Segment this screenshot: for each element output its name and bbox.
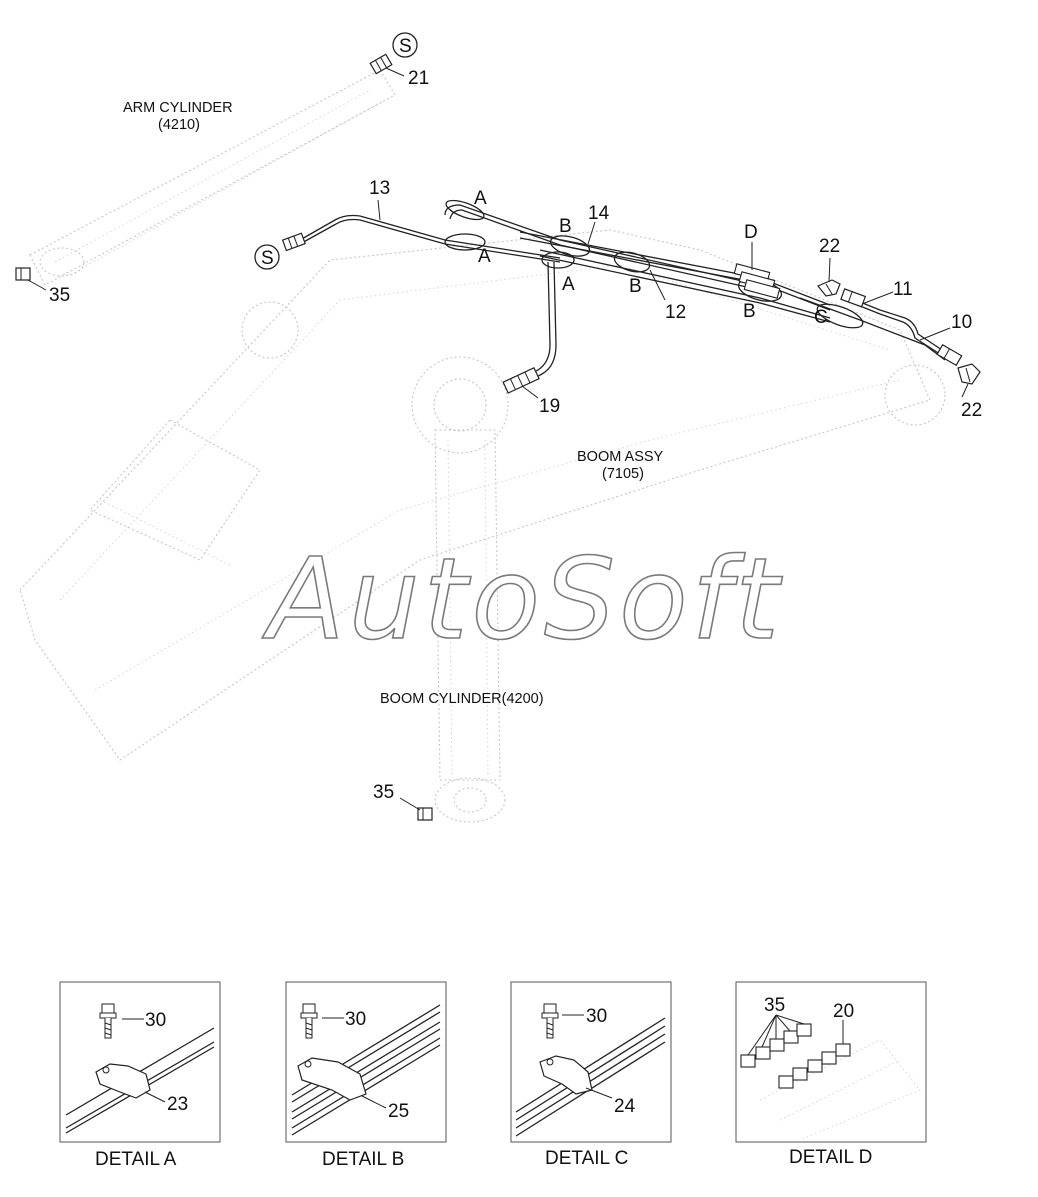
detail-c-title: DETAIL C	[545, 1148, 628, 1169]
s-marker-left	[254, 244, 280, 270]
detail-a: 30 23 DETAIL A	[59, 981, 221, 1170]
callout-c1: C	[814, 307, 828, 328]
leader-lines	[27, 67, 969, 811]
caption-boom-assy-code: (7105)	[602, 466, 644, 482]
s-marker-left-label: S	[261, 248, 274, 269]
caption-arm-cylinder-code: (4210)	[158, 117, 200, 133]
s-marker-top-label: S	[399, 36, 412, 57]
callout-22-top: 22	[819, 236, 840, 257]
callouts: 21 35 13 A A A B B B 14 12 D 22 11 C 10 …	[49, 68, 982, 803]
callout-19: 19	[539, 396, 560, 417]
background-equipment	[19, 69, 946, 823]
caption-arm-cylinder: ARM CYLINDER	[123, 100, 233, 116]
fitting-35-left	[15, 267, 31, 281]
detail-c-bolt-label: 30	[586, 1006, 607, 1027]
callout-22-bottom: 22	[961, 400, 982, 421]
callout-b3: B	[743, 301, 756, 322]
callout-b2: B	[629, 276, 642, 297]
detail-d-fittings-20	[778, 1043, 851, 1089]
detail-d: 35 20 DETAIL D	[735, 981, 927, 1168]
detail-b-clamp	[297, 1057, 367, 1101]
callout-11: 11	[893, 279, 913, 300]
callout-a1: A	[474, 188, 487, 209]
detail-b: 30 25 DETAIL B	[285, 981, 447, 1170]
callout-10: 10	[951, 312, 972, 333]
detail-b-bolt-label: 30	[345, 1009, 366, 1030]
callout-13: 13	[369, 178, 390, 199]
fitting-35-bottom	[417, 807, 433, 821]
fitting-s-left	[281, 232, 306, 252]
callout-12: 12	[665, 302, 686, 323]
detail-d-title: DETAIL D	[789, 1147, 872, 1168]
callout-21: 21	[408, 68, 429, 89]
detail-d-fittings-35	[740, 1023, 812, 1068]
detail-d-fitting-group-2-label: 20	[833, 1001, 854, 1022]
detail-a-bolt	[99, 1003, 117, 1039]
fitting-group-d	[733, 263, 781, 299]
fitting-11	[840, 288, 867, 308]
callout-a2: A	[478, 246, 491, 267]
detail-b-clamp-label: 25	[388, 1101, 409, 1122]
callout-35-left: 35	[49, 285, 70, 306]
fitting-19	[502, 367, 540, 394]
fitting-22-bottom	[957, 363, 981, 385]
detail-c-clamp-label: 24	[614, 1096, 636, 1117]
detail-d-fitting-group-label: 35	[764, 995, 785, 1016]
detail-c-frame	[510, 981, 672, 1143]
detail-a-clamp-label: 23	[167, 1094, 188, 1115]
detail-b-title: DETAIL B	[322, 1149, 404, 1170]
detail-c-bolt	[541, 1003, 559, 1039]
detail-a-bolt-label: 30	[145, 1010, 166, 1031]
watermark: AutoSoft	[262, 535, 783, 665]
callout-14: 14	[588, 203, 610, 224]
fitting-10	[936, 343, 963, 367]
callout-35-bottom: 35	[373, 782, 394, 803]
caption-boom-cylinder: BOOM CYLINDER(4200)	[380, 691, 544, 707]
callout-a3: A	[562, 274, 575, 295]
detail-a-clamp	[95, 1063, 151, 1099]
callout-b1: B	[559, 216, 572, 237]
fitting-21	[369, 53, 393, 75]
s-marker-top	[392, 32, 418, 58]
detail-b-bolt	[300, 1003, 318, 1039]
component-captions: ARM CYLINDER (4210) BOOM ASSY (7105) BOO…	[123, 100, 664, 707]
fitting-22-top	[817, 279, 841, 297]
caption-boom-assy: BOOM ASSY	[577, 449, 664, 465]
fittings	[15, 53, 981, 821]
detail-c: 30 24 DETAIL C	[510, 981, 672, 1169]
detail-a-title: DETAIL A	[95, 1149, 177, 1170]
callout-d1: D	[744, 222, 758, 243]
